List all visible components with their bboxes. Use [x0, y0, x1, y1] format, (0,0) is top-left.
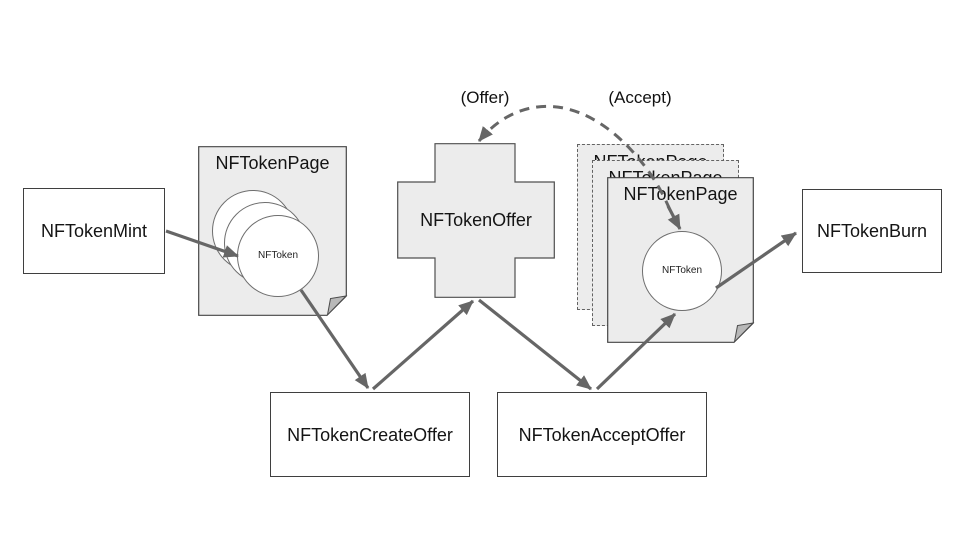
- annotation-accept: (Accept): [608, 88, 672, 107]
- node-nftokenburn-label: NFTokenBurn: [816, 221, 928, 241]
- node-nftokenmint-label: NFTokenMint: [40, 221, 148, 241]
- node-nftokenpage-left: NFTokenPage NFToken: [198, 146, 348, 317]
- node-nftokenoffer-label: NFTokenOffer: [420, 210, 532, 230]
- node-nftokenacceptoffer-label: NFTokenAcceptOffer: [518, 424, 686, 445]
- node-nftokencreateoffer-label: NFTokenCreateOffer: [287, 424, 453, 445]
- arrow-createoffer-to-offer: [371, 299, 475, 391]
- token-circle-right: NFToken: [642, 231, 722, 311]
- annotation-offer: (Offer): [460, 88, 510, 107]
- token-circle-front: NFToken: [237, 215, 319, 297]
- page-right-title: NFTokenPage: [623, 184, 738, 204]
- node-nftokenoffer: NFTokenOffer: [397, 143, 555, 298]
- node-nftokenburn: NFTokenBurn: [802, 189, 942, 273]
- page-fold-icon: [326, 295, 348, 317]
- page-left-title: NFTokenPage: [215, 153, 330, 173]
- token-label: NFToken: [661, 265, 702, 276]
- arrow-offer-to-acceptoffer: [478, 298, 592, 391]
- node-nftokenpage-right: NFTokenPage NFToken: [607, 177, 755, 344]
- token-label: NFToken: [257, 250, 298, 261]
- node-nftokenacceptoffer: NFTokenAcceptOffer: [497, 392, 707, 477]
- node-nftokencreateoffer: NFTokenCreateOffer: [270, 392, 470, 477]
- page-fold-icon: [733, 322, 755, 344]
- node-nftokenmint: NFTokenMint: [23, 188, 165, 274]
